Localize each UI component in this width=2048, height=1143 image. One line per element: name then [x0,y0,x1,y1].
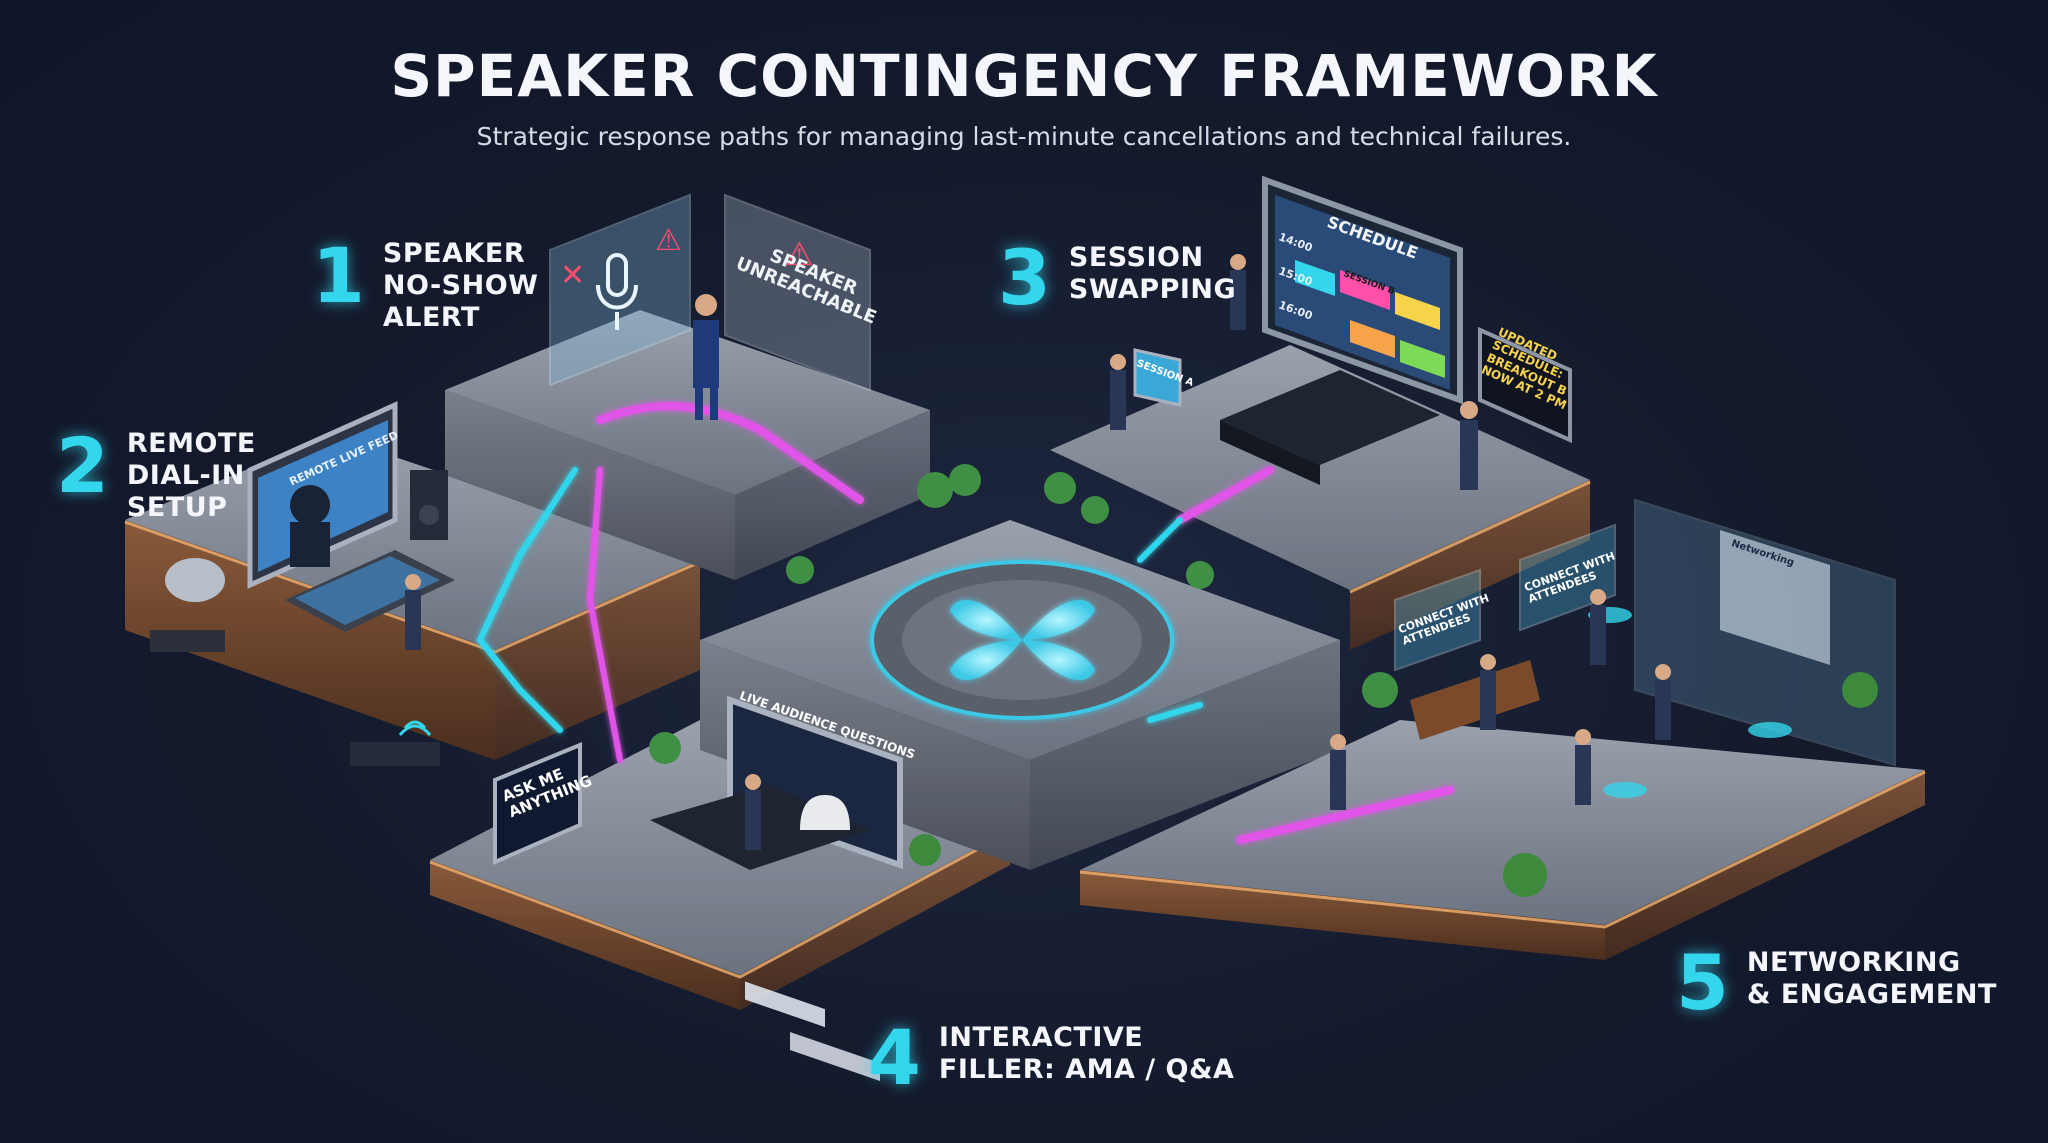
step-1-speaker-no-show: 1 SPEAKER NO-SHOW ALERT [312,238,538,334]
step-label: NETWORKING & ENGAGEMENT [1746,947,1997,1010]
cancel-x-icon: ✕ [560,258,585,293]
stage [1220,370,1440,465]
warning-icon-2: ⚠ [785,235,814,273]
remote-speaker-silhouette [290,485,330,525]
warning-icon: ⚠ [655,223,682,258]
step-2-remote-dialin: 2 REMOTE DIAL-IN SETUP [56,428,256,524]
step-label: REMOTE DIAL-IN SETUP [126,428,256,523]
ama-props [493,695,941,1082]
microphone-icon [606,253,628,297]
step-number: 5 [1676,938,1729,1027]
ama-chair [800,795,850,830]
bar-counter [1410,660,1540,740]
step-number: 4 [868,1013,921,1102]
platform-networking [1079,720,1926,960]
response-paths [476,402,1454,844]
plant [909,834,941,866]
step-4-interactive-filler: 4 INTERACTIVE FILLER: AMA / Q&A [868,1020,1234,1096]
platform-hub [700,520,1340,870]
wifi-router [350,742,440,766]
attendee-figures [405,254,1671,850]
step-3-session-swapping: 3 SESSION SWAPPING [998,240,1236,316]
satellite-dish [165,558,225,602]
step-5-networking: 5 NETWORKING & ENGAGEMENT [1676,945,1997,1021]
step-label: INTERACTIVE FILLER: AMA / Q&A [938,1022,1235,1085]
page-title: SPEAKER CONTINGENCY FRAMEWORK [390,42,1658,110]
remote-dialin-equipment [150,401,455,766]
step-number: 1 [312,231,365,320]
platform-noshow [445,310,930,580]
networking-props [1394,498,1896,897]
page-subtitle: Strategic response paths for managing la… [476,122,1572,151]
step-label: SESSION SWAPPING [1068,242,1237,305]
session-swap-props [1133,175,1572,485]
step-number: 2 [56,421,109,510]
step-number: 3 [998,233,1051,322]
step-label: SPEAKER NO-SHOW ALERT [382,238,539,333]
decorative-plants [649,464,1398,764]
noshow-alert-screens: ✕ ⚠ ⚠ [549,193,871,420]
